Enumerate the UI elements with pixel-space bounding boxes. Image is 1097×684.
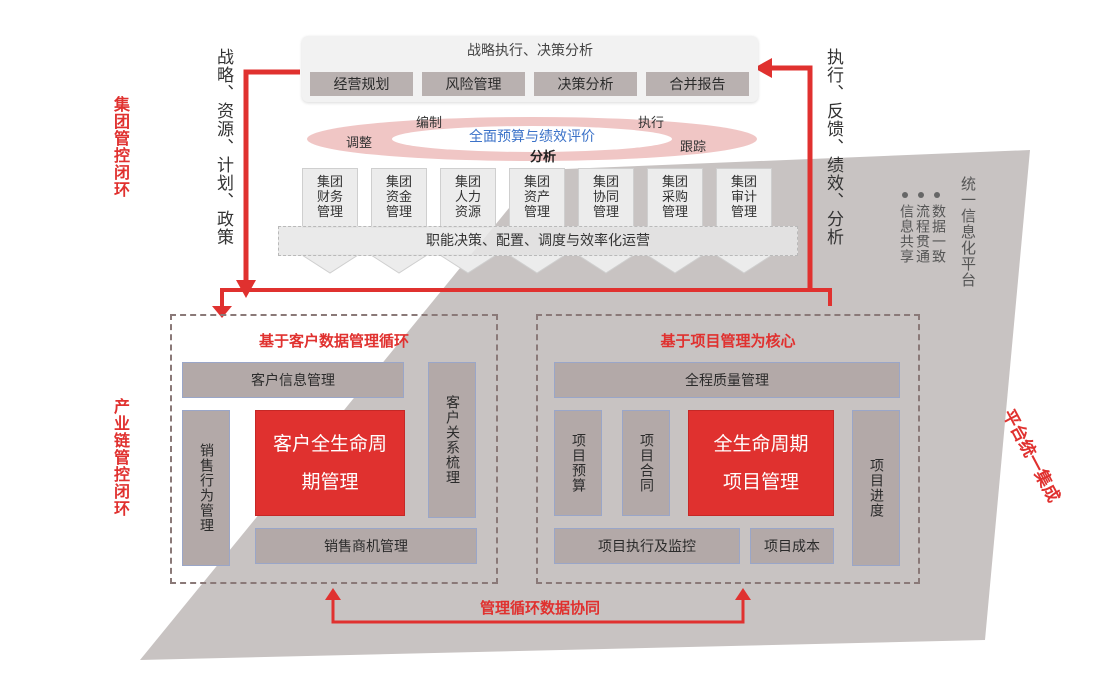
strategy-item-planning: 经营规划 bbox=[310, 72, 413, 96]
project-lifecycle-core: 全生命周期项目管理 bbox=[688, 410, 834, 516]
dept-finance: 集团财务管理 bbox=[302, 168, 358, 228]
project-progress-box: 项目进度 bbox=[852, 410, 900, 566]
customer-lifecycle-core: 客户全生命周期管理 bbox=[255, 410, 405, 516]
customer-section-title: 基于客户数据管理循环 bbox=[258, 332, 409, 350]
project-budget-box: 项目预算 bbox=[554, 410, 602, 516]
cycle-label-tiaozheng: 调整 bbox=[346, 136, 373, 151]
functional-bar: 职能决策、配置、调度与效率化运营 bbox=[278, 226, 798, 256]
right-side-text: 执行、反馈、绩效、分析 bbox=[823, 48, 843, 246]
bottom-connector-line bbox=[220, 288, 832, 312]
right-up-arrowhead bbox=[754, 58, 772, 78]
dept-coordination: 集团协同管理 bbox=[578, 168, 634, 228]
bottom-right-arrowhead bbox=[735, 588, 751, 600]
left-down-line bbox=[243, 69, 300, 282]
dept-funds: 集团资金管理 bbox=[371, 168, 427, 228]
left-side-text: 战略、资源、计划、政策 bbox=[213, 48, 233, 246]
project-cost-box: 项目成本 bbox=[750, 528, 834, 564]
right-up-line bbox=[770, 65, 813, 290]
customer-relation-box: 客户关系梳理 bbox=[428, 362, 476, 518]
dept-audit: 集团审计管理 bbox=[716, 168, 772, 228]
project-section bbox=[536, 314, 920, 584]
bottom-collab-line bbox=[331, 598, 745, 624]
dept-hr: 集团人力资源 bbox=[440, 168, 496, 228]
cycle-label-bianzhi: 编制 bbox=[416, 116, 443, 131]
sales-opportunity-box: 销售商机管理 bbox=[255, 528, 477, 564]
strategy-title: 战略执行、决策分析 bbox=[467, 43, 593, 59]
project-execution-box: 项目执行及监控 bbox=[554, 528, 740, 564]
strategy-item-risk: 风险管理 bbox=[422, 72, 525, 96]
left-entry-arrowhead bbox=[212, 306, 232, 318]
platform-title: 统一信息化平台 bbox=[959, 176, 977, 288]
industry-loop-label: 产业链管控闭环 bbox=[111, 398, 130, 517]
customer-section bbox=[170, 314, 498, 584]
strategy-item-consolidated: 合并报告 bbox=[646, 72, 749, 96]
strategy-item-decision: 决策分析 bbox=[534, 72, 637, 96]
cycle-label-zhixing: 执行 bbox=[638, 116, 665, 131]
platform-integration-label: 平台统一集成 bbox=[997, 406, 1064, 506]
dept-chevron bbox=[369, 254, 429, 274]
quality-management-box: 全程质量管理 bbox=[554, 362, 900, 398]
group-loop-label: 集团管控闭环 bbox=[111, 96, 130, 198]
cycle-label-fenxi: 分析 bbox=[530, 150, 557, 165]
bullet-dot bbox=[934, 192, 940, 198]
dept-assets: 集团资产管理 bbox=[509, 168, 565, 228]
cycle-center-label: 全面预算与绩效评价 bbox=[469, 129, 595, 145]
cycle-label-genzong: 跟踪 bbox=[680, 140, 707, 155]
cycle-ellipse-center bbox=[392, 126, 672, 152]
platform-bullet-process: 流程贯通 bbox=[914, 204, 930, 264]
dept-chevron bbox=[300, 254, 360, 274]
customer-info-box: 客户信息管理 bbox=[182, 362, 404, 398]
bottom-left-arrowhead bbox=[325, 588, 341, 600]
platform-bullet-consistent: 数据一致 bbox=[930, 204, 946, 264]
project-section-title: 基于项目管理为核心 bbox=[660, 332, 796, 350]
bottom-collab-label: 管理循环数据协同 bbox=[479, 599, 600, 617]
dept-procurement: 集团采购管理 bbox=[647, 168, 703, 228]
platform-bullets: 数据一致 流程贯通 信息共享 bbox=[896, 192, 952, 292]
project-contract-box: 项目合同 bbox=[622, 410, 670, 516]
strategy-panel: 战略执行、决策分析 经营规划 风险管理 决策分析 合并报告 bbox=[302, 36, 758, 102]
bullet-dot bbox=[918, 192, 924, 198]
sales-behavior-box: 销售行为管理 bbox=[182, 410, 230, 566]
platform-bullet-share: 信息共享 bbox=[898, 204, 914, 264]
bullet-dot bbox=[902, 192, 908, 198]
